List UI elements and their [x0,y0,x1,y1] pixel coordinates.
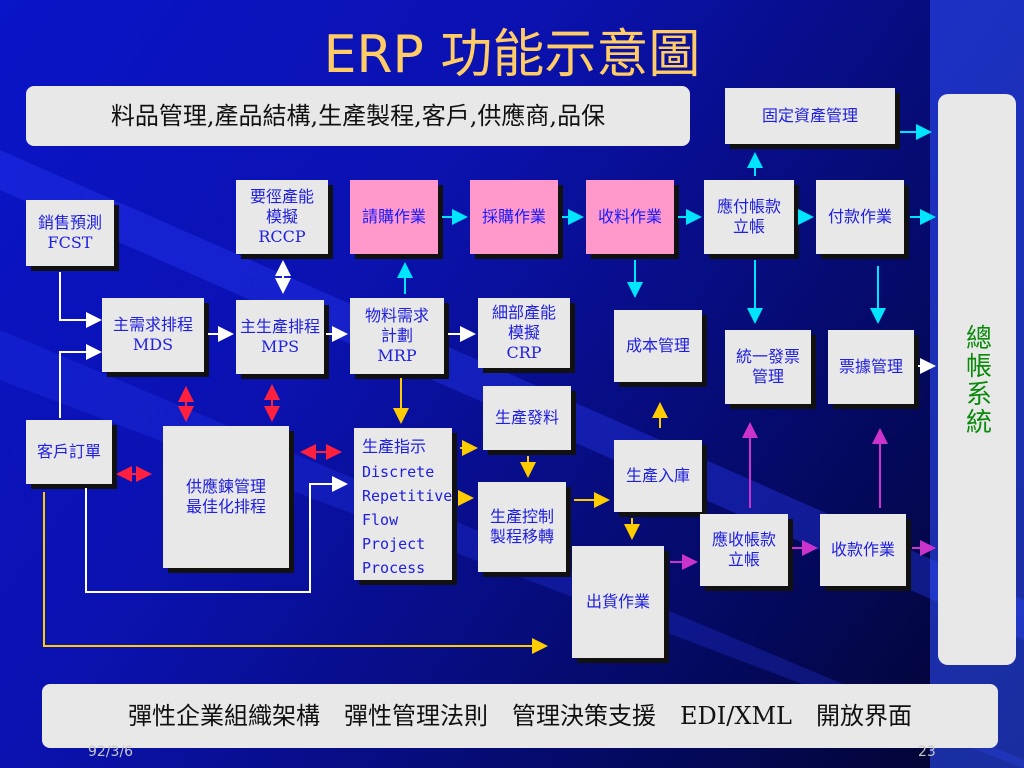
page-title: ERP 功能示意圖 [323,25,701,85]
box-fixed-assets: 固定資產管理 [725,88,895,144]
production-instruction-line: Process [362,558,426,577]
box-crp: 細部產能 模擬 CRP [478,298,570,368]
box-customer-order: 客戶訂單 [26,420,112,484]
box-purchase-request: 請購作業 [350,180,438,254]
production-instruction-line: Discrete [362,462,435,481]
production-instruction-line: Repetitive [362,486,453,505]
box-ap-entry: 應付帳款 立帳 [704,180,794,254]
bottom-banner: 彈性企業組織架構 彈性管理法則 管理決策支援 EDI/XML 開放界面 [42,684,998,748]
box-mds: 主需求排程 MDS [102,298,204,372]
production-instruction-line: Project [362,534,426,553]
arrow-order-loop [85,476,348,593]
box-scm: 供應鍊管理 最佳化排程 [163,426,289,568]
general-ledger-label: 總帳系統 [961,323,992,436]
footer-date: 92/3/6 [88,744,134,760]
box-sales-forecast: 銷售預測 FCST [26,200,114,266]
production-instruction-line: Flow [362,510,399,529]
box-mps: 主生產排程 MPS [236,300,324,374]
general-ledger-box: 總帳系統 [938,94,1016,665]
box-shop-control: 生產控制 製程移轉 [478,482,566,572]
arrow-order-mds [59,344,102,418]
top-banner: 料品管理,產品結構,生產製程,客戶,供應商,品保 [26,86,690,146]
box-production-instructions: 生產指示 Discrete Repetitive Flow Project Pr… [354,428,452,580]
footer-page-number: 23 [918,744,936,760]
box-collection: 收款作業 [820,514,906,586]
box-invoice-management: 統一發票 管理 [725,330,811,404]
production-instructions-heading: 生產指示 [362,437,427,456]
box-receipt-management: 票據管理 [828,330,914,404]
arrow-order-shipping [43,492,548,654]
box-material-issue: 生產發料 [483,386,571,450]
box-payment: 付款作業 [816,180,904,254]
box-ar-entry: 應收帳款 立帳 [700,514,788,586]
box-shipping: 出貨作業 [572,546,664,658]
box-rccp: 要徑產能 模擬 RCCP [236,180,328,254]
box-receiving: 收料作業 [586,180,674,254]
arrow-fcst-mds [59,272,102,328]
box-purchasing: 採購作業 [470,180,558,254]
box-cost-management: 成本管理 [614,310,702,382]
box-production-in: 生產入庫 [614,440,702,512]
box-mrp: 物料需求 計劃 MRP [350,298,444,374]
